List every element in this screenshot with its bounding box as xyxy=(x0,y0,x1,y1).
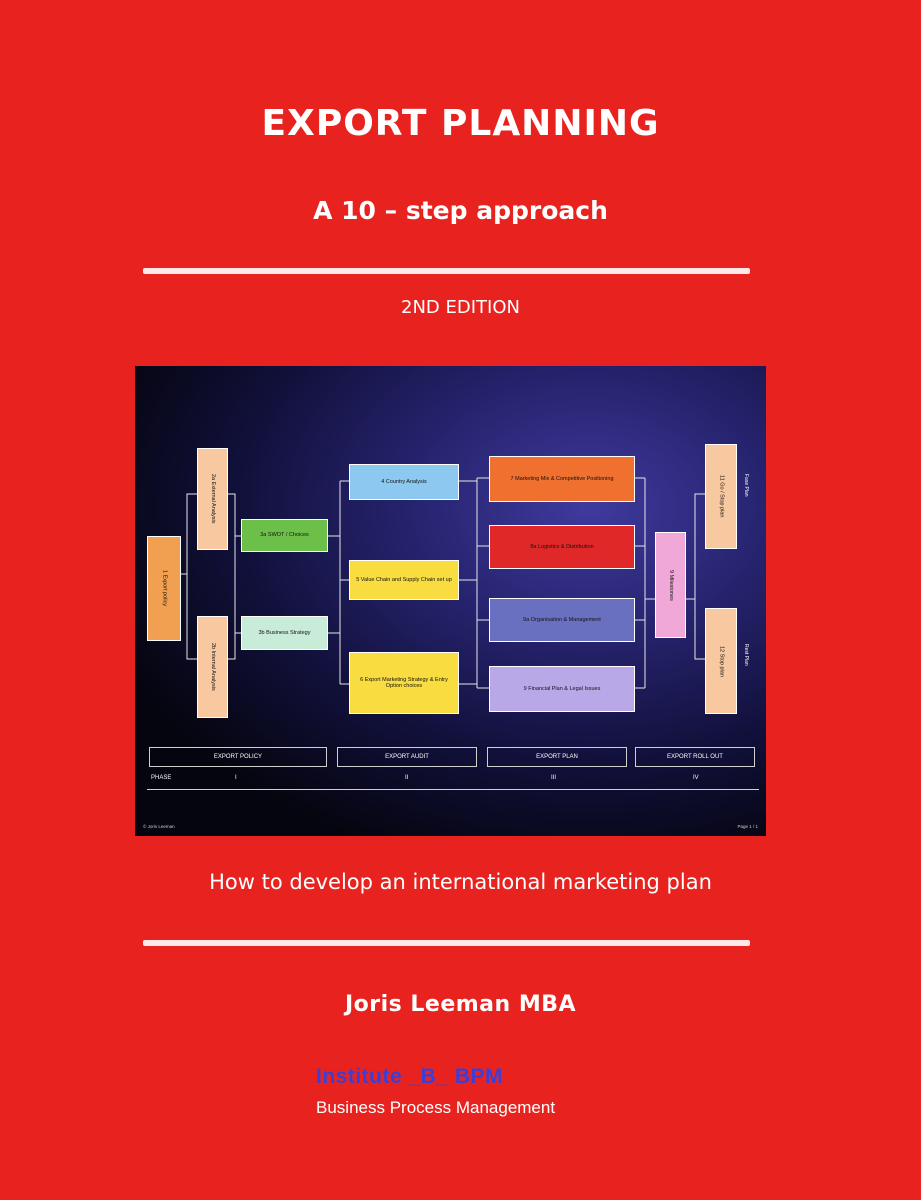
publisher-logo: Institute _B_ BPM xyxy=(316,1065,504,1088)
phase-num-4: IV xyxy=(693,775,699,781)
phase-cell-3: EXPORT PLAN xyxy=(487,747,627,767)
step-2a-label: 2a External Analysis xyxy=(209,474,216,524)
step-11-box: 9 Milestones xyxy=(655,532,686,638)
step-3b-box: 3b Business Strategy xyxy=(241,616,328,650)
author-name: Joris Leeman MBA xyxy=(344,992,577,1017)
step-6-box: 6 Export Marketing Strategy & Entry Opti… xyxy=(349,652,459,714)
process-diagram: 1 Export policy 2a External Analysis 2b … xyxy=(135,366,766,836)
publisher-name: Business Process Management xyxy=(316,1098,556,1117)
step-5-box: 5 Value Chain and Supply Chain set up xyxy=(349,560,459,600)
step-3a-box: 3a SWOT / Choices xyxy=(241,519,328,552)
step-2a-box: 2a External Analysis xyxy=(197,448,228,550)
step-13-box: 12 Stop plan xyxy=(705,608,737,714)
phase-divider xyxy=(147,789,759,790)
phase-row-label: PHASE xyxy=(151,775,172,781)
phase-num-2: II xyxy=(405,775,409,781)
cover-title: EXPORT PLANNING xyxy=(261,103,660,144)
phase-cell-4: EXPORT ROLL OUT xyxy=(635,747,755,767)
phase-cell-1: EXPORT POLICY xyxy=(149,747,327,767)
tagline: How to develop an international marketin… xyxy=(209,870,712,894)
edition-label: 2ND EDITION xyxy=(401,297,520,318)
step-13-label: 12 Stop plan xyxy=(718,645,725,677)
step-2b-label: 2b Internal Analysis xyxy=(209,643,216,691)
step-1-label: 1 Export policy xyxy=(161,570,168,607)
step-11-label: 9 Milestones xyxy=(667,569,674,601)
cover-subtitle: A 10 – step approach xyxy=(313,196,608,225)
step-1-export-policy-box: 1 Export policy xyxy=(147,536,181,641)
step-2b-box: 2b Internal Analysis xyxy=(197,616,228,718)
diagram-footer-right: Page 1 / 1 xyxy=(737,824,758,829)
step-9-box: 9a Organisation & Management xyxy=(489,598,635,642)
bottom-rule xyxy=(143,940,750,946)
step-12-label: 11 Go / Stop plan xyxy=(718,475,725,518)
top-rule xyxy=(143,268,750,274)
side-label-bottom: Rest Plan xyxy=(743,644,749,666)
step-8-box: 8a Logistics & Distribution xyxy=(489,525,635,569)
step-4-box: 4 Country Analysis xyxy=(349,464,459,500)
phase-num-3: III xyxy=(551,775,557,781)
step-7-box: 7 Marketing Mix & Competitive Positionin… xyxy=(489,456,635,502)
step-10-box: 9 Financial Plan & Legal Issues xyxy=(489,666,635,712)
phase-cell-2: EXPORT AUDIT xyxy=(337,747,477,767)
side-label-top: Fase Plan xyxy=(743,474,749,497)
phase-num-1: I xyxy=(235,775,237,781)
diagram-connectors xyxy=(181,477,705,689)
step-12-box: 11 Go / Stop plan xyxy=(705,444,737,549)
diagram-footer-left: © Joris Leeman xyxy=(143,824,175,829)
